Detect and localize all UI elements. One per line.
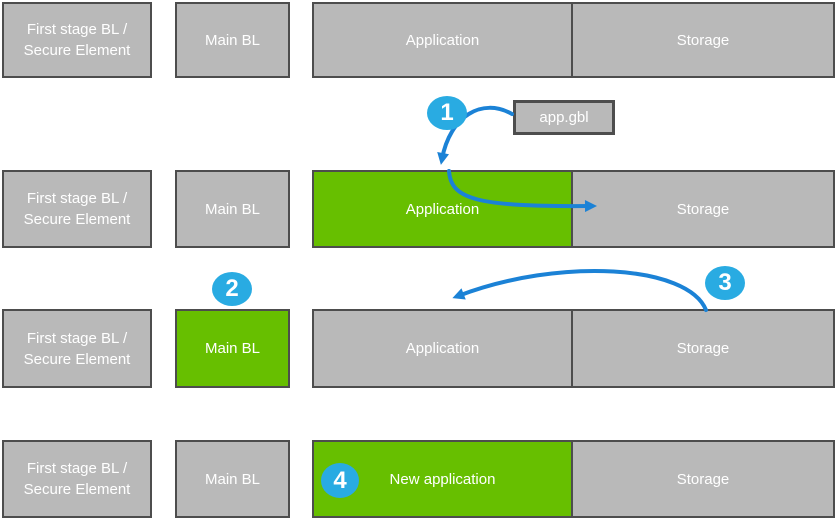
application-box-row2: Application xyxy=(312,170,573,248)
storage-box-row3: Storage xyxy=(571,309,835,388)
first-stage-bl-box-row3: First stage BL / Secure Element xyxy=(2,309,152,388)
first-stage-bl-box-row4: First stage BL / Secure Element xyxy=(2,440,152,518)
main-bl-box-row2: Main BL xyxy=(175,170,290,248)
step-1-badge: 1 xyxy=(427,96,467,130)
main-bl-box-row1: Main BL xyxy=(175,2,290,78)
first-stage-bl-box-row1: First stage BL / Secure Element xyxy=(2,2,152,78)
storage-box-row2: Storage xyxy=(571,170,835,248)
storage-box-row4: Storage xyxy=(571,440,835,518)
application-box-row3: Application xyxy=(312,309,573,388)
step-2-badge: 2 xyxy=(212,272,252,306)
first-stage-bl-box-row2: First stage BL / Secure Element xyxy=(2,170,152,248)
main-bl-box-row3: Main BL xyxy=(175,309,290,388)
storage-box-row1: Storage xyxy=(571,2,835,78)
app-gbl-file-box: app.gbl xyxy=(513,100,615,135)
step-3-badge: 3 xyxy=(705,266,745,300)
arrow-storage-to-application xyxy=(452,269,708,312)
application-box-row1: Application xyxy=(312,2,573,78)
step-4-badge: 4 xyxy=(321,463,359,498)
main-bl-box-row4: Main BL xyxy=(175,440,290,518)
